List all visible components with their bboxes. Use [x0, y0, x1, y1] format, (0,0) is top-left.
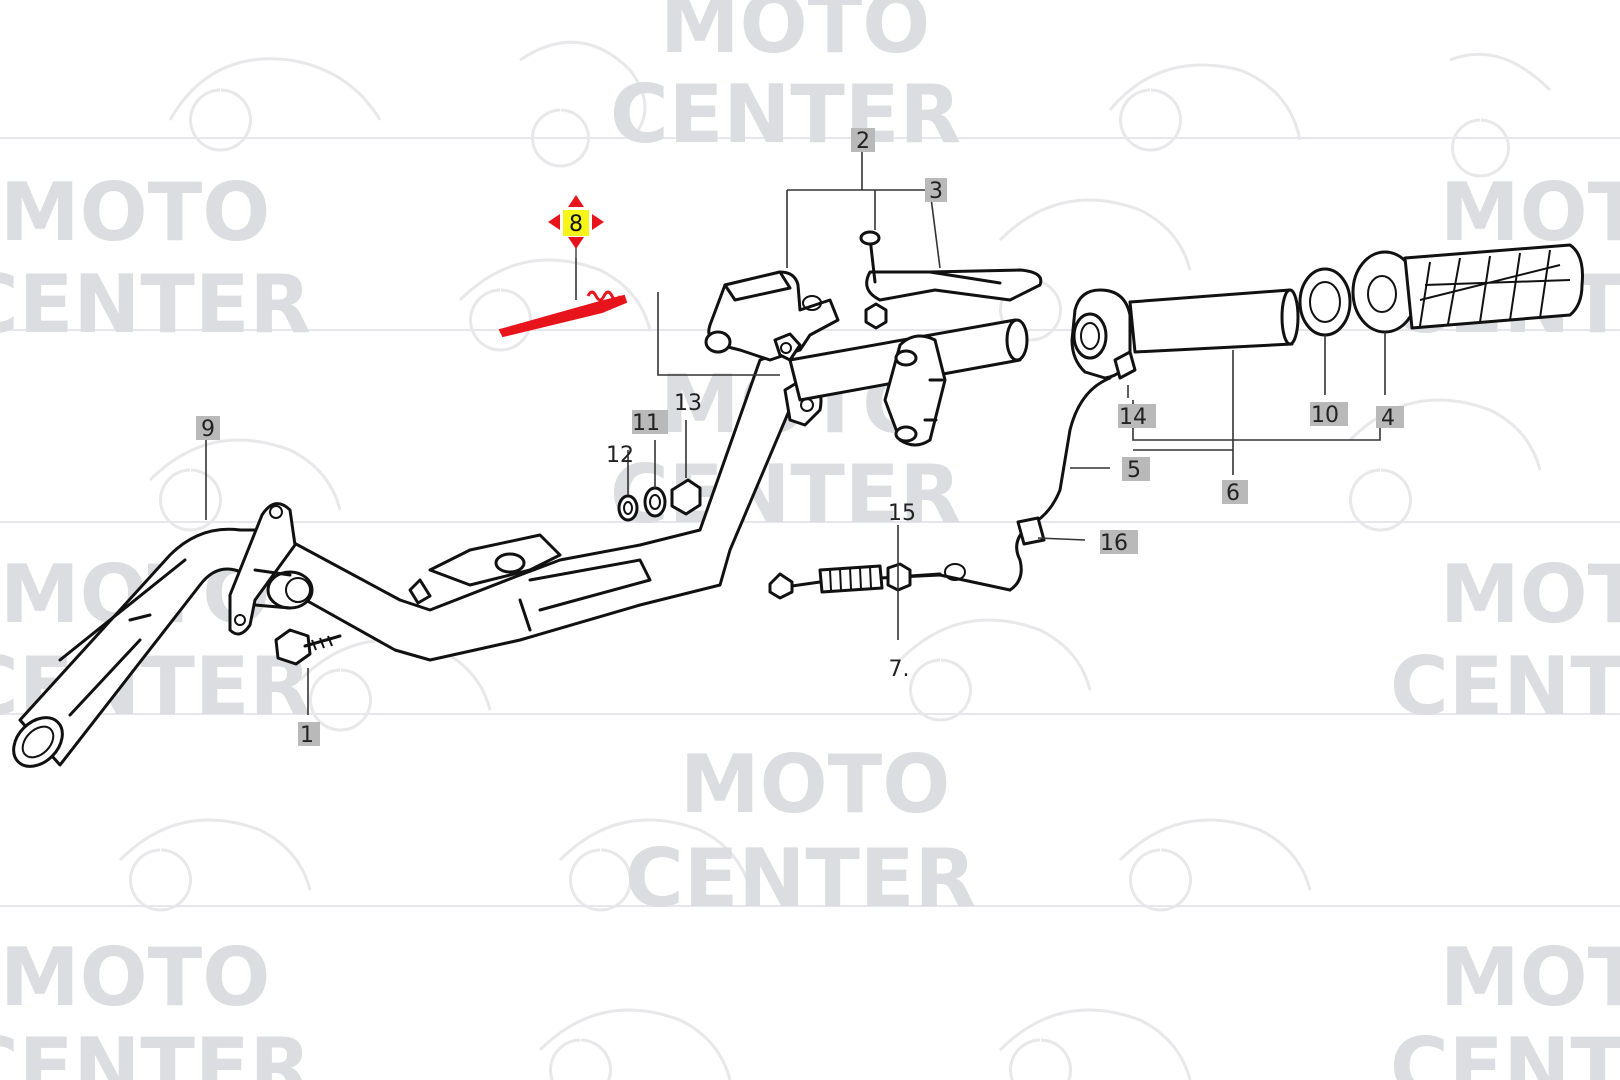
callout-10-label: 10: [1311, 403, 1339, 428]
target-marker: [548, 195, 604, 249]
callout-labels: 2 3 9 13 11 12 14 10 4: [196, 128, 1404, 748]
watermark-text: MOTO: [0, 931, 270, 1024]
center-clamp: [408, 533, 652, 632]
callout-1-label: 1: [300, 723, 314, 748]
callout-12[interactable]: 12: [606, 443, 634, 468]
callout-16-label: 16: [1100, 531, 1128, 556]
callout-3-label: 3: [929, 179, 943, 204]
callout-15-label: 15: [888, 501, 916, 526]
callout-11[interactable]: 11: [632, 410, 668, 436]
washer-10: [1298, 267, 1352, 337]
scooter-watermark-shapes: [118, 40, 1552, 1080]
callout-13[interactable]: 13: [674, 391, 702, 416]
highlighted-part-coil: [586, 290, 622, 302]
callout-14-label: 14: [1119, 405, 1147, 430]
callout-15[interactable]: 15: [888, 501, 916, 526]
callout-8-label: 8: [569, 212, 583, 237]
callout-14[interactable]: 14: [1118, 404, 1156, 430]
watermark-text: CENTER: [0, 258, 311, 351]
watermark-text: MOTO: [680, 738, 950, 831]
watermark-text: CENTER: [1390, 640, 1620, 733]
callout-16[interactable]: 16: [1100, 530, 1138, 556]
throttle-housing: [1070, 288, 1137, 380]
leader-lines: [205, 152, 1386, 715]
watermark-text: CENTER: [610, 68, 961, 161]
watermark-text: CENTER: [625, 832, 976, 925]
brake-lever: [859, 230, 1043, 330]
watermark-text: MOTO: [1440, 931, 1620, 1024]
washers-and-nut: [617, 478, 702, 522]
callout-9[interactable]: 9: [196, 416, 220, 442]
callout-5[interactable]: 5: [1122, 457, 1150, 483]
callout-6-label: 6: [1226, 481, 1240, 506]
callout-7[interactable]: 7.: [889, 657, 910, 682]
watermark-text: CENTER: [610, 448, 961, 541]
watermark-text: MOTO: [660, 0, 930, 71]
watermark-text: CENTER: [1390, 1021, 1620, 1080]
mount-bracket-left: [228, 502, 314, 636]
watermark-text: CENTER: [0, 1021, 311, 1080]
callout-3[interactable]: 3: [925, 178, 947, 204]
watermark-text: MOTO: [0, 166, 270, 259]
callout-10[interactable]: 10: [1310, 402, 1348, 428]
callout-12-label: 12: [606, 443, 634, 468]
callout-4[interactable]: 4: [1376, 406, 1404, 431]
callout-5-label: 5: [1127, 458, 1141, 483]
highlighted-part-8[interactable]: 8: [498, 195, 628, 338]
bolt-1: [274, 628, 342, 666]
callout-2[interactable]: 2: [851, 128, 875, 154]
watermark-text: MOTO: [1440, 548, 1620, 641]
callout-11-label: 11: [632, 411, 660, 436]
callout-13-label: 13: [674, 391, 702, 416]
callout-1[interactable]: 1: [298, 722, 320, 748]
throttle-tube: [1128, 288, 1300, 354]
cable-adjuster: [768, 562, 966, 600]
callout-9-label: 9: [201, 417, 215, 442]
clamp-half: [883, 334, 947, 447]
callout-6[interactable]: 6: [1222, 480, 1248, 506]
handlebar-tube: [12, 348, 802, 768]
watermark-text: MOTO: [1440, 166, 1620, 259]
callout-7-label: 7.: [889, 657, 910, 682]
callout-4-label: 4: [1381, 406, 1395, 431]
highlighted-part-shape: [498, 294, 628, 338]
callout-2-label: 2: [856, 129, 870, 154]
grip-4: [1351, 243, 1584, 334]
